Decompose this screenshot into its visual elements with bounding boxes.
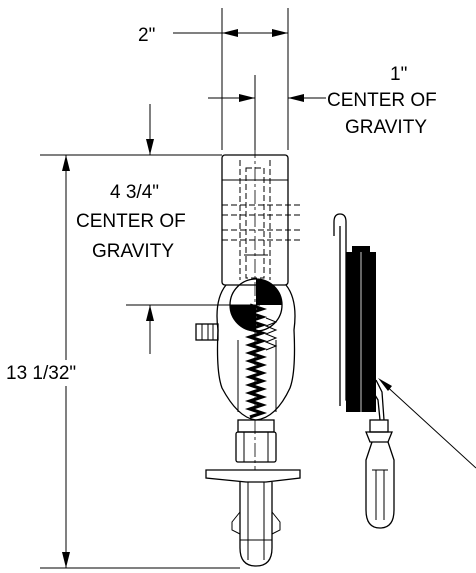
side-view — [333, 213, 476, 529]
width-dimension-label: 2" — [138, 25, 155, 46]
cg-vertical-line1: CENTER OF — [76, 211, 186, 232]
overall-height-dimension: 13 1/32" — [4, 154, 240, 569]
width-dimension: 2" — [138, 8, 289, 150]
cg-vertical-line2: GRAVITY — [92, 241, 174, 262]
cg-vertical-value: 4 3/4" — [110, 182, 159, 203]
cg-horizontal-line1: CENTER OF — [327, 90, 437, 111]
cg-horizontal-line2: GRAVITY — [345, 117, 427, 138]
cg-horizontal-dimension: 1" CENTER OF GRAVITY — [208, 64, 437, 150]
overall-height-label: 13 1/32" — [6, 363, 76, 384]
front-view — [195, 75, 301, 567]
cg-vertical-dimension: 4 3/4" CENTER OF GRAVITY — [76, 104, 260, 354]
cg-horizontal-value: 1" — [390, 64, 407, 85]
